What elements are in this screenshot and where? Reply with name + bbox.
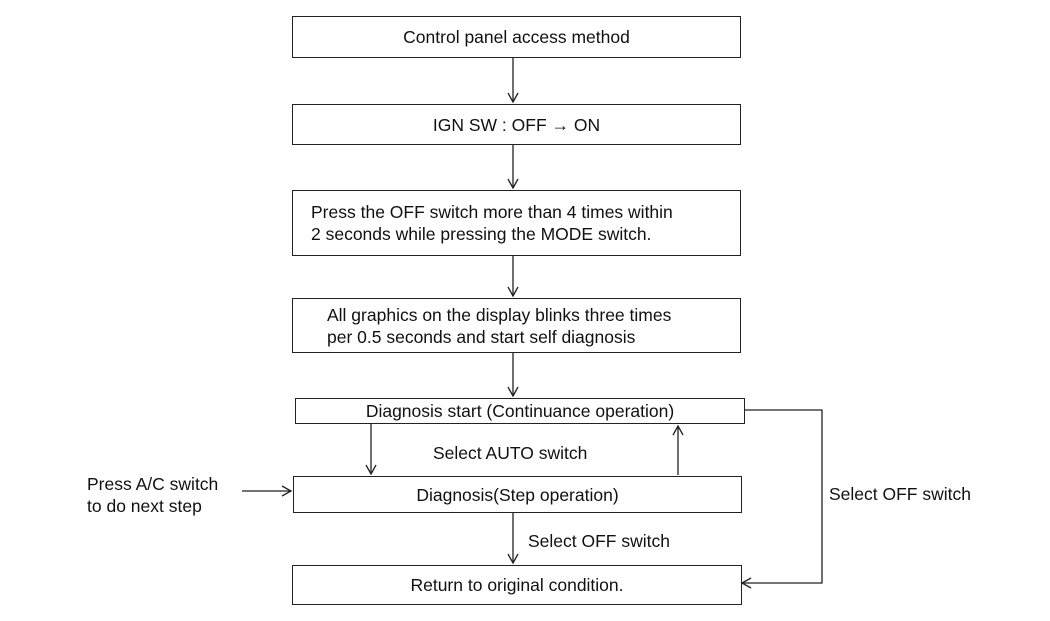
node-graphics-blink: All graphics on the display blinks three… — [292, 298, 741, 353]
node-ign-sw: IGN SW : OFF → ON — [292, 104, 741, 145]
node-diagnosis-step: Diagnosis(Step operation) — [293, 476, 742, 513]
label-select-off-switch-bottom: Select OFF switch — [528, 531, 670, 551]
label-press-ac-switch: Press A/C switch to do next step — [87, 474, 219, 516]
node-return-original: Return to original condition. — [292, 565, 742, 605]
node-diagnosis-start: Diagnosis start (Continuance operation) — [295, 398, 745, 424]
label-select-auto-switch: Select AUTO switch — [433, 443, 588, 463]
node-access-method: Control panel access method — [292, 16, 741, 58]
node-press-off-switch: Press the OFF switch more than 4 times w… — [292, 190, 741, 256]
label-select-off-switch-right: Select OFF switch — [829, 484, 971, 504]
connector-start-to-return-off — [740, 409, 823, 589]
